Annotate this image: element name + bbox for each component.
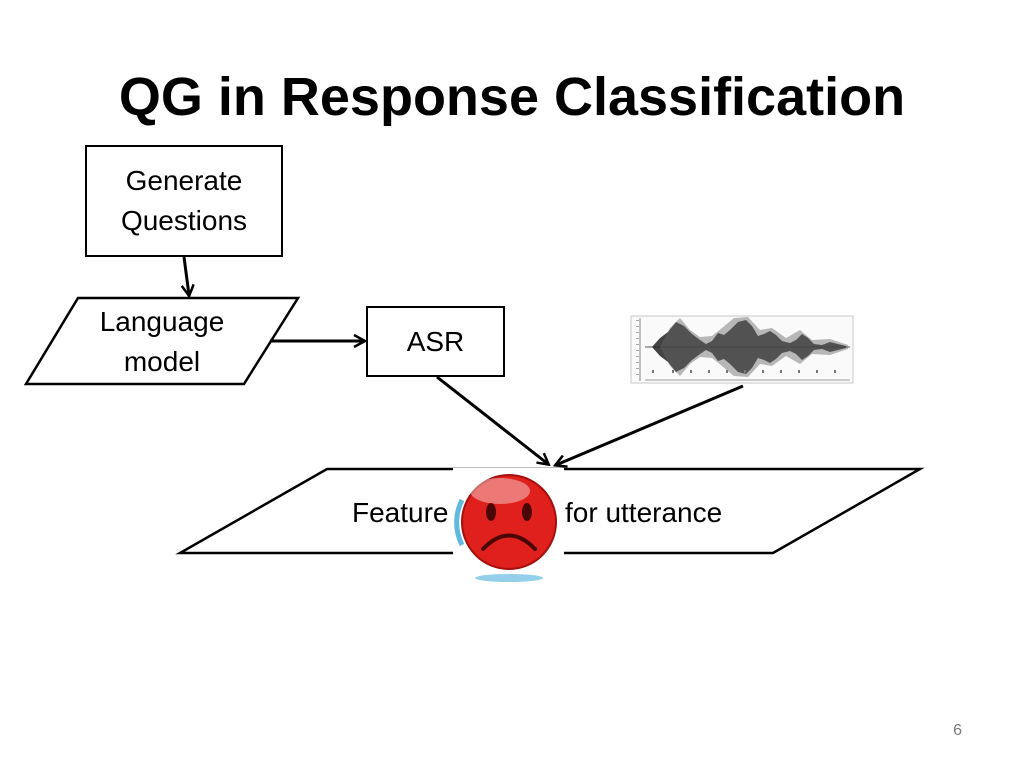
page-number: 6: [953, 722, 962, 739]
speech-waveform-icon: [630, 315, 854, 384]
generate-questions-box: Generate Questions: [85, 145, 283, 257]
generate-questions-line2: Questions: [120, 205, 248, 236]
arrow-audio-to-features: [556, 384, 744, 465]
language-model-label: Language model: [62, 302, 262, 382]
slide-title: QG in Response Classification: [118, 67, 906, 127]
sad-face-icon: [453, 468, 564, 584]
language-model-line1: Language: [99, 306, 225, 337]
asr-label: ASR: [406, 325, 465, 357]
features-label-left: Feature: [352, 497, 449, 528]
asr-box: ASR: [366, 306, 505, 377]
features-label-right: for utterance: [565, 497, 723, 528]
language-model-shape: [23, 296, 301, 386]
generate-questions-line1: Generate: [125, 165, 243, 196]
language-model-line2: model: [123, 346, 201, 377]
arrow-asr-to-features: [436, 375, 548, 464]
arrow-generate-to-language: [184, 256, 189, 295]
